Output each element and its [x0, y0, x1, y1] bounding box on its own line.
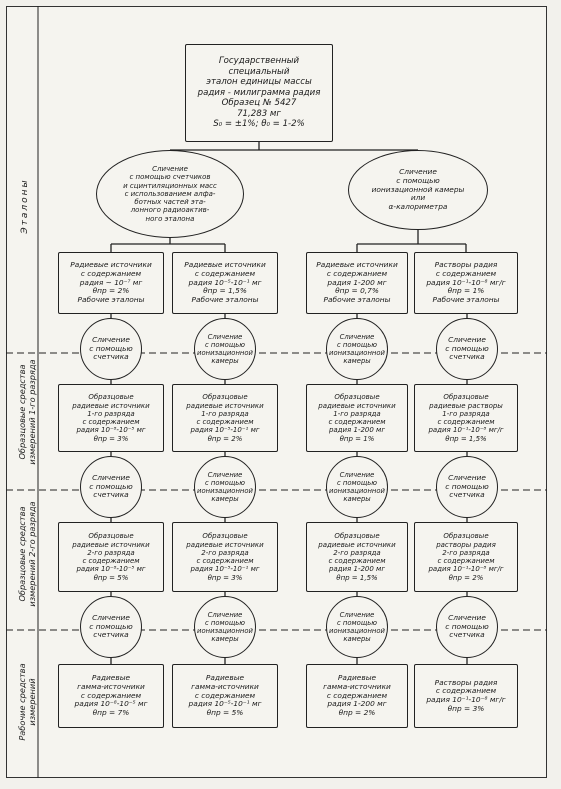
compare-oval-left: Сличение с помощью счетчиков и сцинтиляц…	[96, 150, 244, 238]
working-box-1: Радиевые гамма-источники с содержанием р…	[58, 664, 164, 728]
compare-circle-3-3: Сличение с помощью ионизационной камеры	[326, 596, 388, 658]
row-label-ref1: Образцовые средства измерений 1-го разря…	[17, 359, 38, 465]
compare-circle-1-2: Сличение с помощью ионизационной камеры	[194, 318, 256, 380]
rank1-box-1: Образцовые радиевые источники 1-го разря…	[58, 384, 164, 452]
row-label-ref2: Образцовые средства измерений 2-го разря…	[17, 501, 38, 607]
compare-oval-right: Сличение с помощью ионизационной камеры …	[348, 150, 488, 230]
compare-circle-2-3: Сличение с помощью ионизационной камеры	[326, 456, 388, 518]
compare-circle-1-3: Сличение с помощью ионизационной камеры	[326, 318, 388, 380]
rank1-box-4: Образцовые радиевые растворы 1-го разряд…	[414, 384, 518, 452]
etalon-box-3: Радиевые источники с содержанием радия 1…	[306, 252, 408, 314]
rank2-box-1: Образцовые радиевые источники 2-го разря…	[58, 522, 164, 592]
compare-circle-3-2: Сличение с помощью ионизационной камеры	[194, 596, 256, 658]
row-label-etalons: Эталоны	[20, 178, 30, 234]
rank2-box-2: Образцовые радиевые источники 2-го разря…	[172, 522, 278, 592]
compare-circle-1-4: Сличение с помощью счетчика	[436, 318, 498, 380]
rank1-box-2: Образцовые радиевые источники 1-го разря…	[172, 384, 278, 452]
compare-circle-2-1: Сличение с помощью счетчика	[80, 456, 142, 518]
etalon-box-2: Радиевые источники с содержанием радия 1…	[172, 252, 278, 314]
working-box-3: Радиевые гамма-источники с содержанием р…	[306, 664, 408, 728]
rank2-box-4: Образцовые растворы радия 2-го разряда с…	[414, 522, 518, 592]
row-label-work: Рабочие средства измерений	[17, 663, 38, 741]
working-box-4: Растворы радия с содержанием радия 10⁻¹-…	[414, 664, 518, 728]
compare-circle-3-4: Сличение с помощью счетчика	[436, 596, 498, 658]
rank1-box-3: Образцовые радиевые источники 1-го разря…	[306, 384, 408, 452]
etalon-box-1: Радиевые источники с содержанием радия ~…	[58, 252, 164, 314]
etalon-box-4: Растворы радия с содержанием радия 10⁻¹-…	[414, 252, 518, 314]
state-standard-box: Государственный специальный эталон едини…	[185, 44, 333, 142]
compare-circle-2-4: Сличение с помощью счетчика	[436, 456, 498, 518]
working-box-2: Радиевые гамма-источники с содержанием р…	[172, 664, 278, 728]
compare-circle-3-1: Сличение с помощью счетчика	[80, 596, 142, 658]
compare-circle-2-2: Сличение с помощью ионизационной камеры	[194, 456, 256, 518]
rank2-box-3: Образцовые радиевые источники 2-го разря…	[306, 522, 408, 592]
compare-circle-1-1: Сличение с помощью счетчика	[80, 318, 142, 380]
